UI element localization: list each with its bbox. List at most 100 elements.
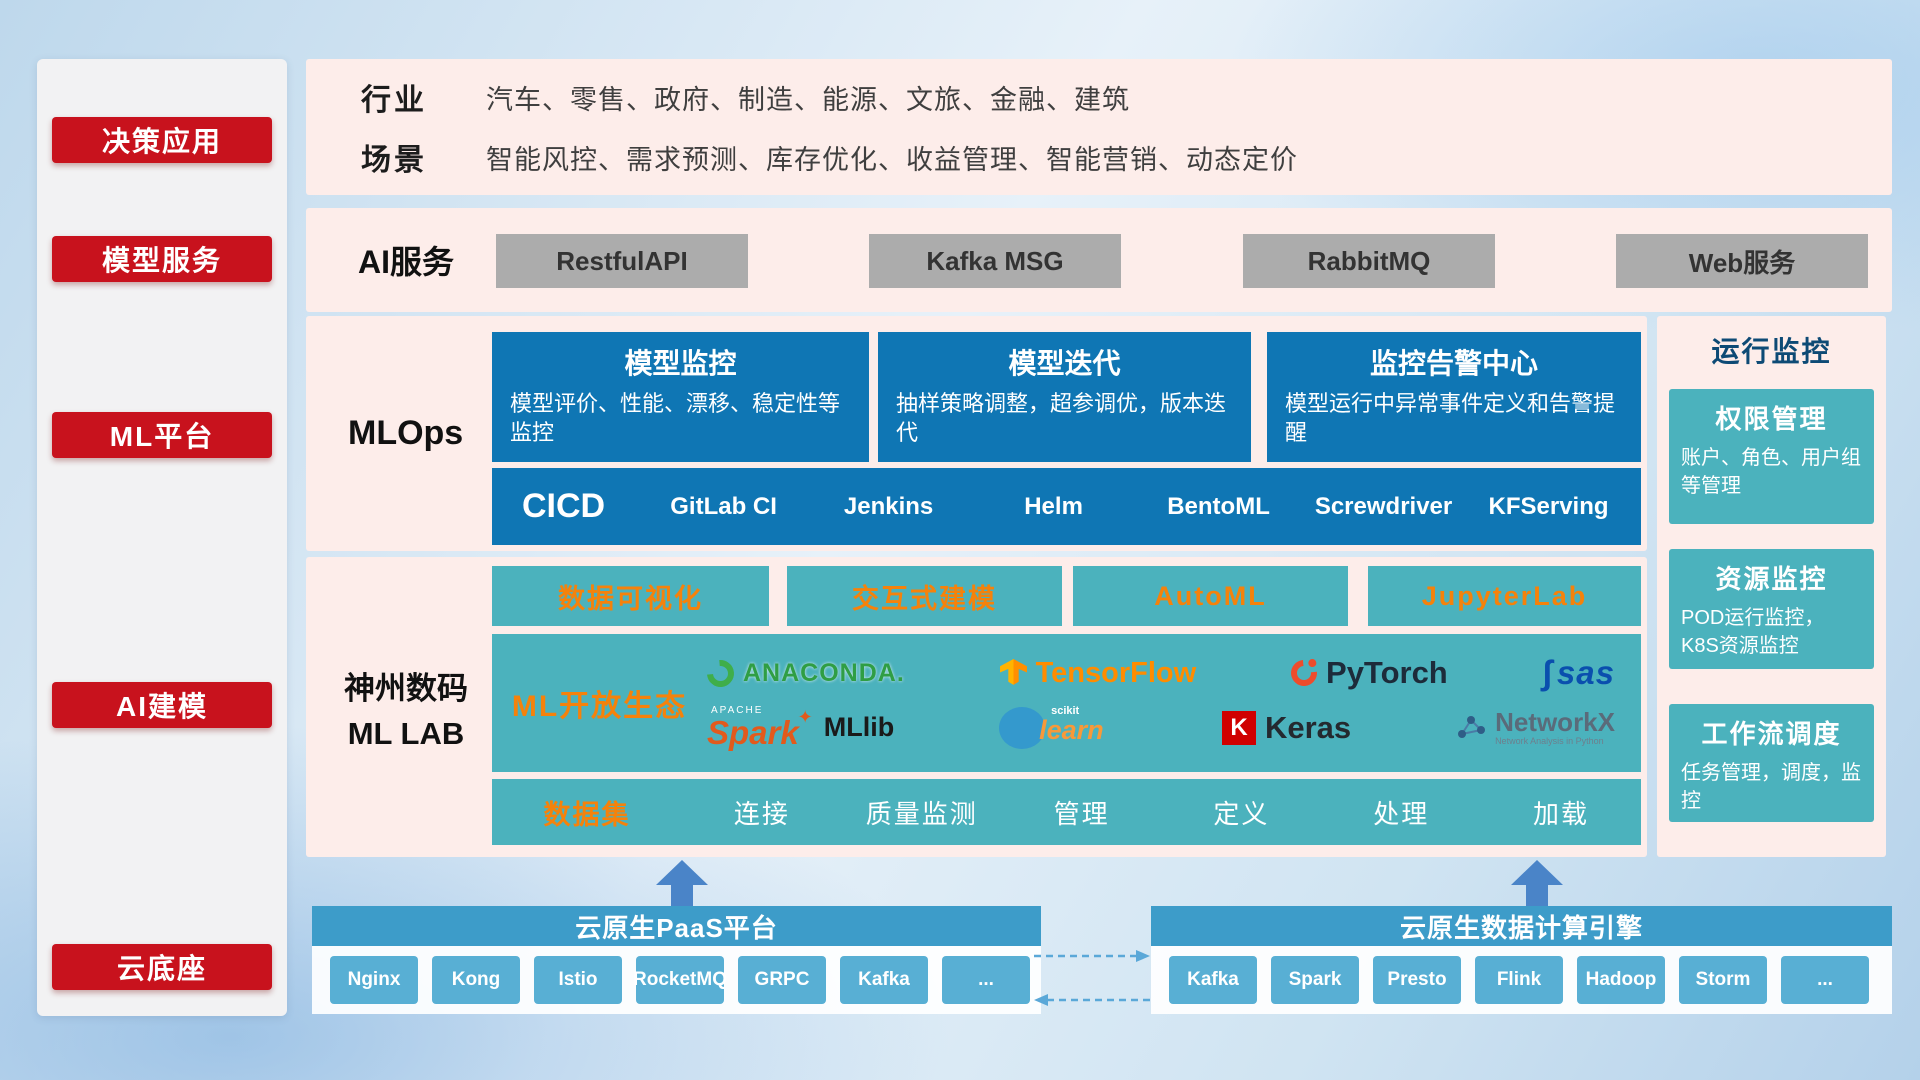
dataset-item-quality: 质量监测 <box>865 798 978 829</box>
ai-service-web: Web服务 <box>1616 234 1868 288</box>
ai-service-restfulapi: RestfulAPI <box>496 234 748 288</box>
logo-row-2: APACHE Spark MLlib scikit learn <box>707 703 1615 753</box>
engine-chip-hadoop: Hadoop <box>1577 956 1665 1004</box>
tool-data-visualization: 数据可视化 <box>492 566 769 626</box>
paas-chip-grpc: GRPC <box>738 956 826 1004</box>
pytorch-icon <box>1285 654 1323 692</box>
paas-chip-istio: Istio <box>534 956 622 1004</box>
engine-chip-flink: Flink <box>1475 956 1563 1004</box>
card-title: 资源监控 <box>1715 564 1828 594</box>
paas-header: 云原生PaaS平台 <box>312 906 1041 946</box>
spark-star-icon <box>798 708 813 726</box>
dataset-item-define: 定义 <box>1213 798 1270 829</box>
anaconda-icon <box>701 653 740 693</box>
up-arrow-paas-icon <box>656 860 708 906</box>
sidebar-item-decision-app: 决策应用 <box>52 117 272 163</box>
panel-ml-lab: 神州数码 ML LAB 数据可视化 交互式建模 AutoML JupyterLa… <box>306 557 1647 857</box>
dataset-item-process: 处理 <box>1373 798 1430 829</box>
ecosystem-logos: ANACONDA. TensorFlow PyTorch <box>701 653 1641 753</box>
dataset-bar: 数据集 连接 质量监测 管理 定义 处理 加载 <box>492 779 1641 845</box>
left-sidebar: 决策应用 模型服务 ML平台 AI建模 云底座 <box>37 59 287 1016</box>
panel-industry-scene: 行业 汽车、零售、政府、制造、能源、文旅、金融、建筑 场景 智能风控、需求预测、… <box>306 59 1892 195</box>
ml-ecosystem-area: ML开放生态 ANACONDA. TensorFlow <box>492 634 1641 772</box>
paas-chip-kong: Kong <box>432 956 520 1004</box>
sidebar-item-ai-modeling: AI建模 <box>52 682 272 728</box>
mlops-label: MLOps <box>348 414 464 452</box>
scene-row: 场景 智能风控、需求预测、库存优化、收益管理、智能营销、动态定价 <box>361 135 1892 179</box>
panel-mlops: MLOps 模型监控 模型评价、性能、漂移、稳定性等监控 模型迭代 抽样策略调整… <box>306 316 1647 551</box>
engine-chip-more: ... <box>1781 956 1869 1004</box>
scene-text: 智能风控、需求预测、库存优化、收益管理、智能营销、动态定价 <box>486 144 1298 175</box>
cicd-label: CICD <box>522 487 606 525</box>
sidebar-item-ml-platform: ML平台 <box>52 412 272 458</box>
industry-label: 行业 <box>361 84 427 117</box>
industry-text: 汽车、零售、政府、制造、能源、文旅、金融、建筑 <box>486 84 1130 115</box>
card-title: 模型监控 <box>624 348 737 379</box>
engine-chip-spark: Spark <box>1271 956 1359 1004</box>
card-title: 权限管理 <box>1715 404 1828 434</box>
cicd-item-screwdriver: Screwdriver <box>1314 492 1453 520</box>
ml-lab-label-line1: 神州数码 <box>344 670 468 706</box>
ml-ecosystem-label: ML开放生态 <box>511 690 688 723</box>
tensorflow-icon <box>999 658 1027 685</box>
keras-logo: K Keras <box>1221 710 1351 746</box>
run-monitoring-title: 运行监控 <box>1711 336 1832 367</box>
engine-chip-storm: Storm <box>1679 956 1767 1004</box>
scikit-learn-icon <box>999 706 1046 749</box>
paas-items-strip: Nginx Kong Istio RocketMQ GRPC Kafka ... <box>312 946 1041 1014</box>
card-title: 模型迭代 <box>1008 348 1121 379</box>
tool-interactive-modeling: 交互式建模 <box>787 566 1062 626</box>
paas-chip-kafka: Kafka <box>840 956 928 1004</box>
cicd-item-gitlab-ci: GitLab CI <box>670 492 777 520</box>
tensorflow-logo: TensorFlow <box>999 657 1196 690</box>
sas-logo: sas <box>1543 654 1615 693</box>
card-title: 监控告警中心 <box>1369 348 1538 379</box>
engine-chip-kafka: Kafka <box>1169 956 1257 1004</box>
sas-swoosh-icon <box>1543 654 1552 693</box>
card-desc: 任务管理，调度，监控 <box>1681 762 1861 812</box>
card-desc: 账户、角色、用户组等管理 <box>1681 447 1861 497</box>
mlops-card-alert-center: 监控告警中心 模型运行中异常事件定义和告警提醒 <box>1267 332 1641 462</box>
logo-row-1: ANACONDA. TensorFlow PyTorch <box>701 653 1615 693</box>
card-desc: 抽样策略调整，超参调优，版本迭代 <box>896 391 1227 445</box>
engine-chip-presto: Presto <box>1373 956 1461 1004</box>
cicd-item-kfserving: KFServing <box>1488 492 1609 520</box>
keras-icon: K <box>1221 710 1256 745</box>
sidebar-item-cloud-base: 云底座 <box>52 944 272 990</box>
panel-ai-service: AI服务 RestfulAPI Kafka MSG RabbitMQ Web服务 <box>306 208 1892 312</box>
scene-label: 场景 <box>361 144 427 177</box>
tool-jupyterlab: JupyterLab <box>1368 566 1641 626</box>
spark-mllib-logo: APACHE Spark MLlib <box>707 706 894 750</box>
dataset-label: 数据集 <box>543 799 631 830</box>
up-arrow-engine-icon <box>1511 860 1563 906</box>
tool-automl: AutoML <box>1073 566 1348 626</box>
ai-service-kafka-msg: Kafka MSG <box>869 234 1121 288</box>
dataset-item-connect: 连接 <box>733 798 790 829</box>
networkx-icon <box>1458 716 1486 739</box>
paas-chip-rocketmq: RocketMQ <box>633 956 727 1004</box>
dataset-item-manage: 管理 <box>1053 798 1110 829</box>
paas-chip-more: ... <box>942 956 1030 1004</box>
panel-run-monitoring: 运行监控 权限管理 账户、角色、用户组等管理 资源监控 POD运行监控，K8S资… <box>1657 316 1886 857</box>
ml-lab-label-line2: ML LAB <box>347 715 465 751</box>
scikit-learn-logo: scikit learn <box>999 703 1117 753</box>
cicd-item-jenkins: Jenkins <box>843 492 934 520</box>
sidebar-item-model-service: 模型服务 <box>52 236 272 282</box>
card-desc: POD运行监控，K8S资源监控 <box>1681 607 1825 657</box>
monitoring-card-workflow: 工作流调度 任务管理，调度，监控 <box>1669 704 1874 822</box>
cicd-item-helm: Helm <box>1024 492 1083 520</box>
monitoring-card-permission: 权限管理 账户、角色、用户组等管理 <box>1669 389 1874 524</box>
cicd-bar: CICD GitLab CI Jenkins Helm BentoML Scre… <box>492 468 1641 545</box>
mlops-card-model-monitoring: 模型监控 模型评价、性能、漂移、稳定性等监控 <box>492 332 869 462</box>
networkx-logo: NetworkX Network Analysis in Python <box>1456 708 1615 746</box>
ai-service-label: AI服务 <box>358 244 455 280</box>
anaconda-logo: ANACONDA. <box>701 653 905 693</box>
pytorch-logo: PyTorch <box>1285 654 1448 692</box>
ai-service-rabbitmq: RabbitMQ <box>1243 234 1495 288</box>
data-engine-items-strip: Kafka Spark Presto Flink Hadoop Storm ..… <box>1151 946 1892 1014</box>
mlops-card-model-iteration: 模型迭代 抽样策略调整，超参调优，版本迭代 <box>878 332 1251 462</box>
card-desc: 模型评价、性能、漂移、稳定性等监控 <box>510 391 841 445</box>
cicd-item-bentoml: BentoML <box>1167 492 1270 520</box>
data-engine-header: 云原生数据计算引擎 <box>1151 906 1892 946</box>
